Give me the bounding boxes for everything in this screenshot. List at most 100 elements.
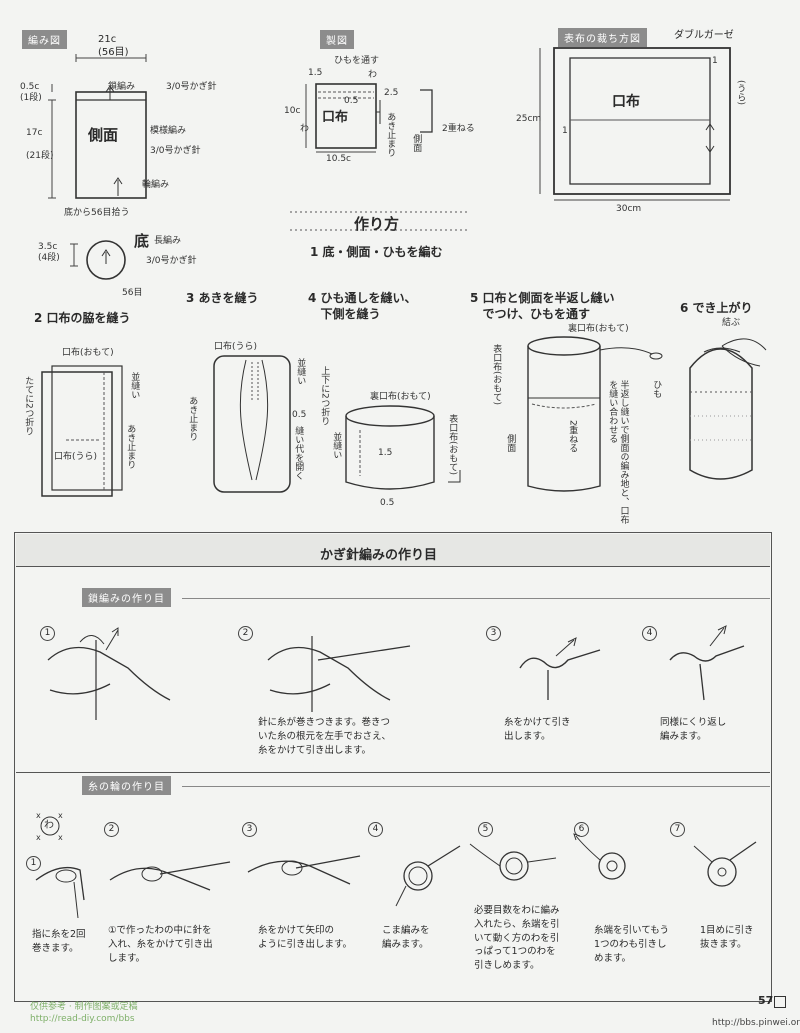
- ring-caption-2: ①で作ったわの中に針を 入れ、糸をかけて引き出 します。: [108, 925, 213, 964]
- ring-caption-4: こま編みを 編みます。: [382, 925, 430, 950]
- seizu-sokumen: 側面: [411, 134, 422, 152]
- saidan-ura: (うら): [735, 80, 746, 106]
- s5-omote: 表口布(おもて): [491, 344, 502, 406]
- step4-title: 4 ひも通しを縫い、 下側を縫う: [308, 291, 417, 322]
- saidan-1a: 1: [712, 56, 718, 66]
- s4-omote: 表口布(おもて): [447, 414, 458, 476]
- ring-num-7: 7: [670, 822, 685, 837]
- s2-nami: 並縫い: [129, 372, 140, 399]
- s4-nami: 並縫い: [331, 432, 342, 459]
- seizu-25: 2.5: [384, 88, 399, 98]
- saidan-1b: 1: [562, 126, 568, 136]
- chain-rule: [182, 598, 770, 599]
- seizu-himo: ひもを通す: [334, 56, 380, 66]
- saidan-fabric: ダブルガーゼ: [674, 30, 734, 41]
- amizu-diagram: [48, 54, 147, 280]
- s2-tate: たてに2つ折り: [23, 376, 34, 436]
- amizu-h05: 0.5c(1段): [20, 82, 42, 104]
- ring-caption-6: 糸端を引いてもう 1つのわも引きし めます。: [594, 925, 669, 964]
- seizu-wa: わ: [368, 70, 378, 80]
- saidan-kuchinuno: 口布: [612, 94, 640, 110]
- s4-15: 1.5: [378, 448, 393, 458]
- chain-tag: 鎖編みの作り目: [82, 588, 171, 607]
- amizu-hook3: 3/0号かぎ針: [146, 256, 197, 266]
- howto-divider: [290, 211, 470, 231]
- ring-num-5: 5: [478, 822, 493, 837]
- saidan-30cm: 30cm: [616, 204, 642, 214]
- ring-wa-mark: わ: [44, 820, 54, 831]
- s4-05: 0.5: [380, 498, 395, 508]
- ring-num-3: 3: [242, 822, 257, 837]
- amizu-h35: 3.5c(4段): [38, 242, 60, 264]
- saidan-tag: 表布の裁ち方図: [558, 28, 647, 47]
- amizu-moyou: 模様編み: [150, 126, 187, 136]
- steps-illustrations: [41, 336, 767, 497]
- ring-num-2: 2: [104, 822, 119, 837]
- ring-section-rule-top: [16, 772, 770, 773]
- s2-omote: 口布(おもて): [62, 348, 114, 358]
- chain-illustrations: [47, 625, 745, 720]
- seizu-wa2: わ: [300, 124, 310, 134]
- chain-caption-3: 糸をかけて引き 出します。: [504, 717, 571, 742]
- seizu-kuchinuno: 口布: [322, 110, 349, 125]
- ring-caption-1: 指に糸を2回 巻きます。: [32, 929, 86, 954]
- seizu-105c: 10.5c: [326, 154, 351, 164]
- amizu-soko: 底: [134, 232, 150, 250]
- amizu-h17: 17c(21段): [26, 128, 54, 161]
- seizu-tag: 製図: [320, 30, 354, 49]
- ring-num-4: 4: [368, 822, 383, 837]
- saidan-25cm: 25cm: [516, 114, 542, 124]
- step5-title: 5 口布と側面を半返し縫い でつけ、ひもを通す: [470, 291, 615, 322]
- amizu-wa: 輪編み: [142, 180, 170, 190]
- ring-caption-3: 糸をかけて矢印の ように引き出します。: [258, 925, 353, 950]
- ring-tag: 糸の輪の作り目: [82, 776, 171, 795]
- crochet-title: かぎ針編みの作り目: [320, 548, 438, 563]
- s5-sokumen: 側面: [505, 434, 516, 452]
- s3-nami: 並縫い: [295, 358, 306, 385]
- s3-05: 0.5: [292, 410, 307, 420]
- ring-num-1: 1: [26, 856, 41, 871]
- s2-ura: 口布(うら): [54, 452, 98, 462]
- saidan-diagram: [539, 47, 731, 201]
- crochet-title-bg: [16, 534, 770, 567]
- step6-title: 6 でき上がり: [680, 301, 753, 315]
- crochet-box: [14, 532, 772, 1002]
- seizu-niju: 2重ねる: [442, 124, 475, 134]
- s6-musubu: 結ぶ: [722, 318, 741, 328]
- amizu-naga: 長編み: [154, 236, 182, 246]
- s3-hiraku: 縫い代を開く: [293, 426, 304, 480]
- s4-jouge: 上下に2つ折り: [319, 366, 330, 426]
- ring-rule: [182, 786, 770, 787]
- amizu-tag: 編み図: [22, 30, 67, 49]
- svg-text:x: x: [36, 833, 41, 842]
- ring-num-6: 6: [574, 822, 589, 837]
- amizu-width: 21c(56目): [98, 34, 129, 58]
- s4-ura: 裏口布(おもて): [370, 392, 431, 402]
- s3-aki: あき止まり: [187, 396, 198, 441]
- seizu-diagram: [305, 83, 433, 153]
- ring-caption-7: 1目めに引き 抜きます。: [700, 925, 754, 950]
- seizu-15: 1.5: [308, 68, 323, 78]
- chain-num-2: 2: [238, 626, 253, 641]
- step3-title: 3 あきを縫う: [186, 291, 259, 305]
- step1-title: 1 底・側面・ひもを編む: [310, 245, 443, 259]
- amizu-56me: 56目: [122, 288, 143, 298]
- s5-niju: 2重ねる: [567, 420, 578, 453]
- page-number: 57: [758, 994, 774, 1007]
- page-grid-icon: [774, 996, 786, 1008]
- s5-himo: ひも: [651, 380, 662, 398]
- chain-caption-4: 同様にくり返し 編みます。: [660, 717, 727, 742]
- amizu-sokumen: 側面: [88, 126, 119, 144]
- amizu-kusari: 鎖編み: [108, 82, 136, 92]
- s2-aki: あき止まり: [125, 424, 136, 469]
- footer-url-right: http://bbs.pinwei.org: [712, 1018, 800, 1028]
- seizu-05: 0.5: [344, 96, 359, 106]
- seizu-10c: 10c: [284, 106, 301, 116]
- howto-title: 作り方: [354, 215, 400, 233]
- chain-num-4: 4: [642, 626, 657, 641]
- ring-caption-5: 必要目数をわに編み 入れたら、糸端を引 いて動く方のわを引 っぱって1つのわを …: [474, 905, 560, 972]
- chain-num-3: 3: [486, 626, 501, 641]
- seizu-aki: あき止まり: [385, 112, 396, 157]
- s5-ura: 裏口布(おもて): [568, 324, 629, 334]
